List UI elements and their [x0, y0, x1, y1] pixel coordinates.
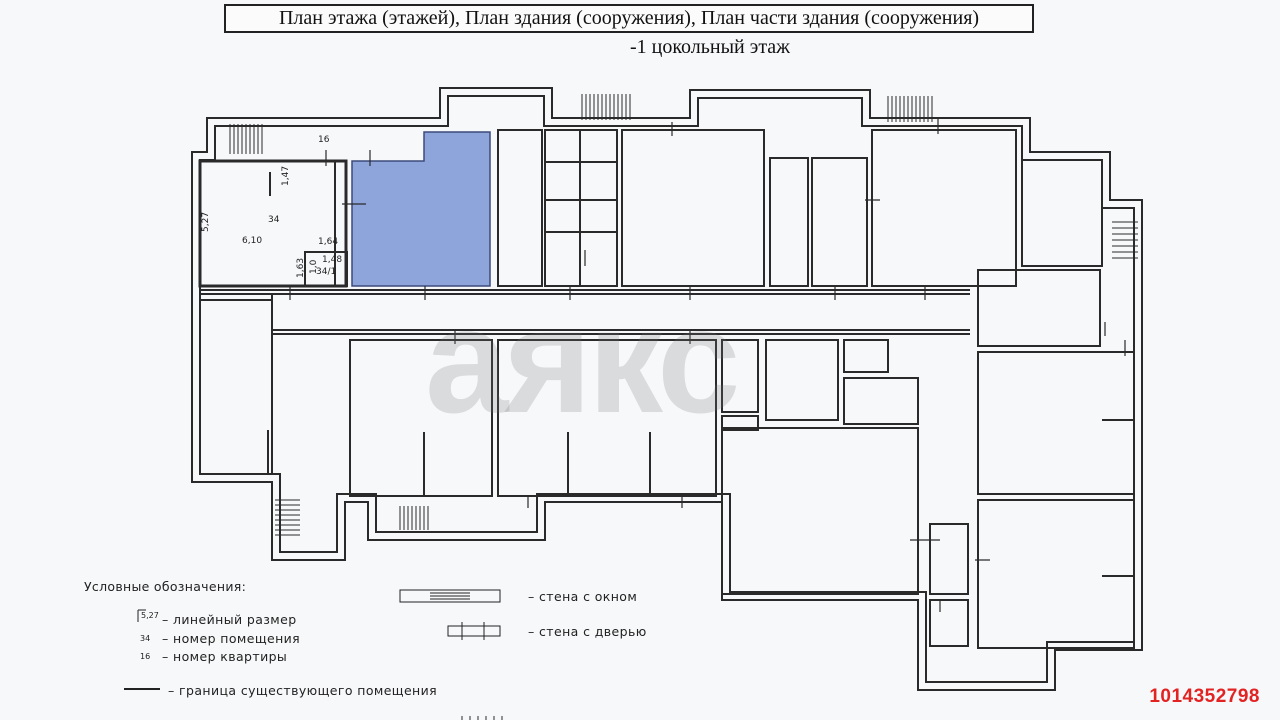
dim-width: 5,27	[201, 212, 211, 232]
room-number: 34	[268, 215, 280, 225]
floor-label: -1 цокольный этаж	[629, 36, 790, 58]
stairs-top-center	[581, 94, 631, 120]
stairs-bottom-center	[399, 506, 429, 530]
plan-title: План этажа (этажей), План здания (сооруж…	[224, 4, 1034, 33]
legend-item-boundary: – граница существующего помещения	[168, 683, 438, 698]
highlighted-room	[351, 131, 491, 287]
area-main: 6,10	[242, 236, 262, 246]
legend-door-wall-symbol	[447, 622, 501, 640]
dim-top: 1,47	[281, 166, 291, 186]
stairs-bottom-left	[275, 499, 300, 536]
legend-window-wall: – стена с окном	[528, 589, 638, 604]
stairs-bottom	[461, 716, 503, 720]
inner-wall	[199, 95, 1135, 683]
legend-symbol-dim: 5,27	[141, 611, 159, 620]
outer-wall	[191, 87, 1143, 691]
legend-window-wall-symbol	[399, 589, 501, 603]
sub-dim-a: 1,63	[296, 258, 306, 278]
legend-item-dim: – линейный размер	[162, 612, 297, 627]
listing-id: 1014352798	[1149, 686, 1260, 707]
stairs-right	[1112, 221, 1138, 259]
sub-area: 1,48	[322, 255, 342, 265]
legend-item-room: – номер помещения	[162, 631, 301, 646]
watermark: аякс	[425, 276, 740, 444]
stairs-top-right	[887, 96, 933, 122]
sub-room: 34/1	[316, 267, 336, 277]
sub-dim-b: 1,0	[309, 259, 319, 274]
dim-mid: 1,64	[318, 237, 338, 247]
apartment-number: 16	[318, 135, 330, 145]
legend-door-wall: – стена с дверью	[528, 624, 647, 639]
legend-item-apartment: – номер квартиры	[162, 649, 288, 664]
legend-dim-symbol	[137, 609, 146, 622]
legend-title: Условные обозначения:	[84, 579, 247, 594]
legend-symbol-apartment: 16	[140, 652, 151, 661]
legend-symbol-room: 34	[140, 634, 151, 643]
stairs-top-left	[229, 124, 263, 154]
